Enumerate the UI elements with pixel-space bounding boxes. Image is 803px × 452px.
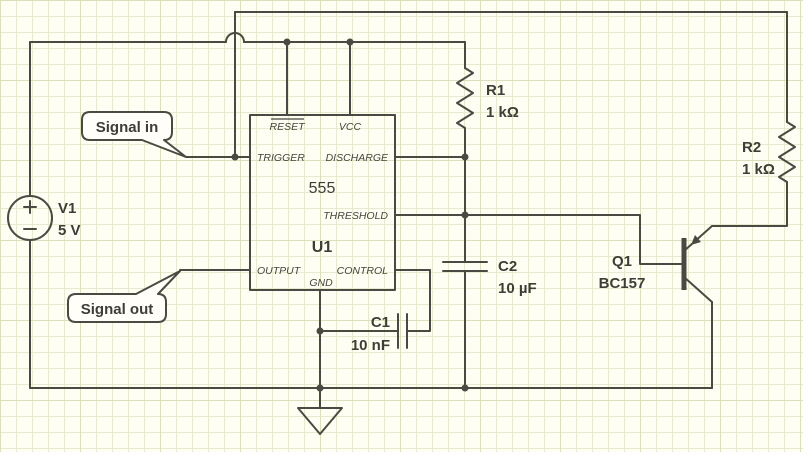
component-value-label: 10 µF: [498, 280, 537, 297]
wire-control[interactable]: [394, 269, 431, 332]
component-ref-label: R2: [742, 139, 761, 156]
junction-dot: [283, 38, 291, 46]
flag-label: Signal out: [81, 301, 154, 318]
component-value-label: BC157: [599, 275, 646, 292]
component-ref-label: R1: [486, 82, 505, 99]
flag-label: Signal in: [96, 119, 159, 136]
flag-shape: [81, 111, 187, 158]
component-ref-label: Q1: [612, 253, 632, 270]
plus-sign: [23, 200, 37, 214]
pin-label-reset: RESET: [269, 121, 306, 133]
wire-r2-to-emitter[interactable]: [711, 181, 788, 227]
component-value-label: 1 kΩ: [486, 104, 519, 121]
component-value-label: 5 V: [58, 222, 81, 239]
voltage-source-v1[interactable]: V1 5 V: [7, 195, 81, 241]
flag-shape: [67, 270, 181, 323]
transistor-q1[interactable]: Q1 BC157: [599, 225, 713, 303]
junction-dot: [346, 38, 354, 46]
junction-dot: [231, 153, 239, 161]
resistor-r1[interactable]: R1 1 kΩ: [456, 67, 519, 129]
junction-dot: [316, 384, 324, 392]
resistor-r2[interactable]: R2 1 kΩ: [742, 121, 796, 183]
component-ref-label: V1: [58, 200, 76, 217]
capacitor-plates: [397, 313, 408, 349]
pin-label-trigger: TRIGGER: [257, 152, 305, 164]
ground-triangle: [297, 407, 343, 435]
component-ref-label: C1: [371, 314, 390, 331]
component-ref-label: C2: [498, 258, 517, 275]
capacitor-c2[interactable]: C2 10 µF: [442, 258, 537, 297]
wire-threshold[interactable]: [394, 214, 683, 265]
pin-label-control: CONTROL: [337, 265, 388, 277]
pin-label-output: OUTPUT: [257, 265, 302, 277]
capacitor-c1[interactable]: C1 10 nF: [351, 313, 408, 354]
junction-dot: [461, 384, 469, 392]
component-value-label: 1 kΩ: [742, 161, 775, 178]
wires: [29, 11, 788, 409]
ic-555-u1[interactable]: RESET VCC TRIGGER DISCHARGE THRESHOLD OU…: [249, 114, 396, 291]
pin-label-discharge: DISCHARGE: [326, 152, 389, 164]
ground-symbol[interactable]: [297, 407, 343, 435]
net-flag-signal-out[interactable]: Signal out: [67, 270, 181, 323]
transistor-emitter-arrow: [691, 235, 701, 245]
pin-label-gnd: GND: [309, 277, 333, 289]
junction-dot: [461, 153, 469, 161]
ic-part-number: 555: [309, 180, 336, 197]
capacitor-plates: [442, 261, 488, 272]
resistor-zigzag: [778, 121, 796, 183]
resistor-zigzag: [456, 67, 474, 129]
net-flag-signal-in[interactable]: Signal in: [81, 111, 187, 158]
junction-dot: [316, 327, 324, 335]
transistor-collector-arm: [683, 276, 713, 303]
pin-label-vcc: VCC: [339, 121, 362, 133]
ic-body: [249, 114, 396, 291]
junction-dot: [461, 211, 469, 219]
component-value-label: 10 nF: [351, 337, 390, 354]
source-circle: [7, 195, 53, 241]
pin-label-threshold: THRESHOLD: [323, 210, 388, 222]
junctions: [231, 38, 469, 392]
component-ref-label: U1: [312, 239, 333, 256]
